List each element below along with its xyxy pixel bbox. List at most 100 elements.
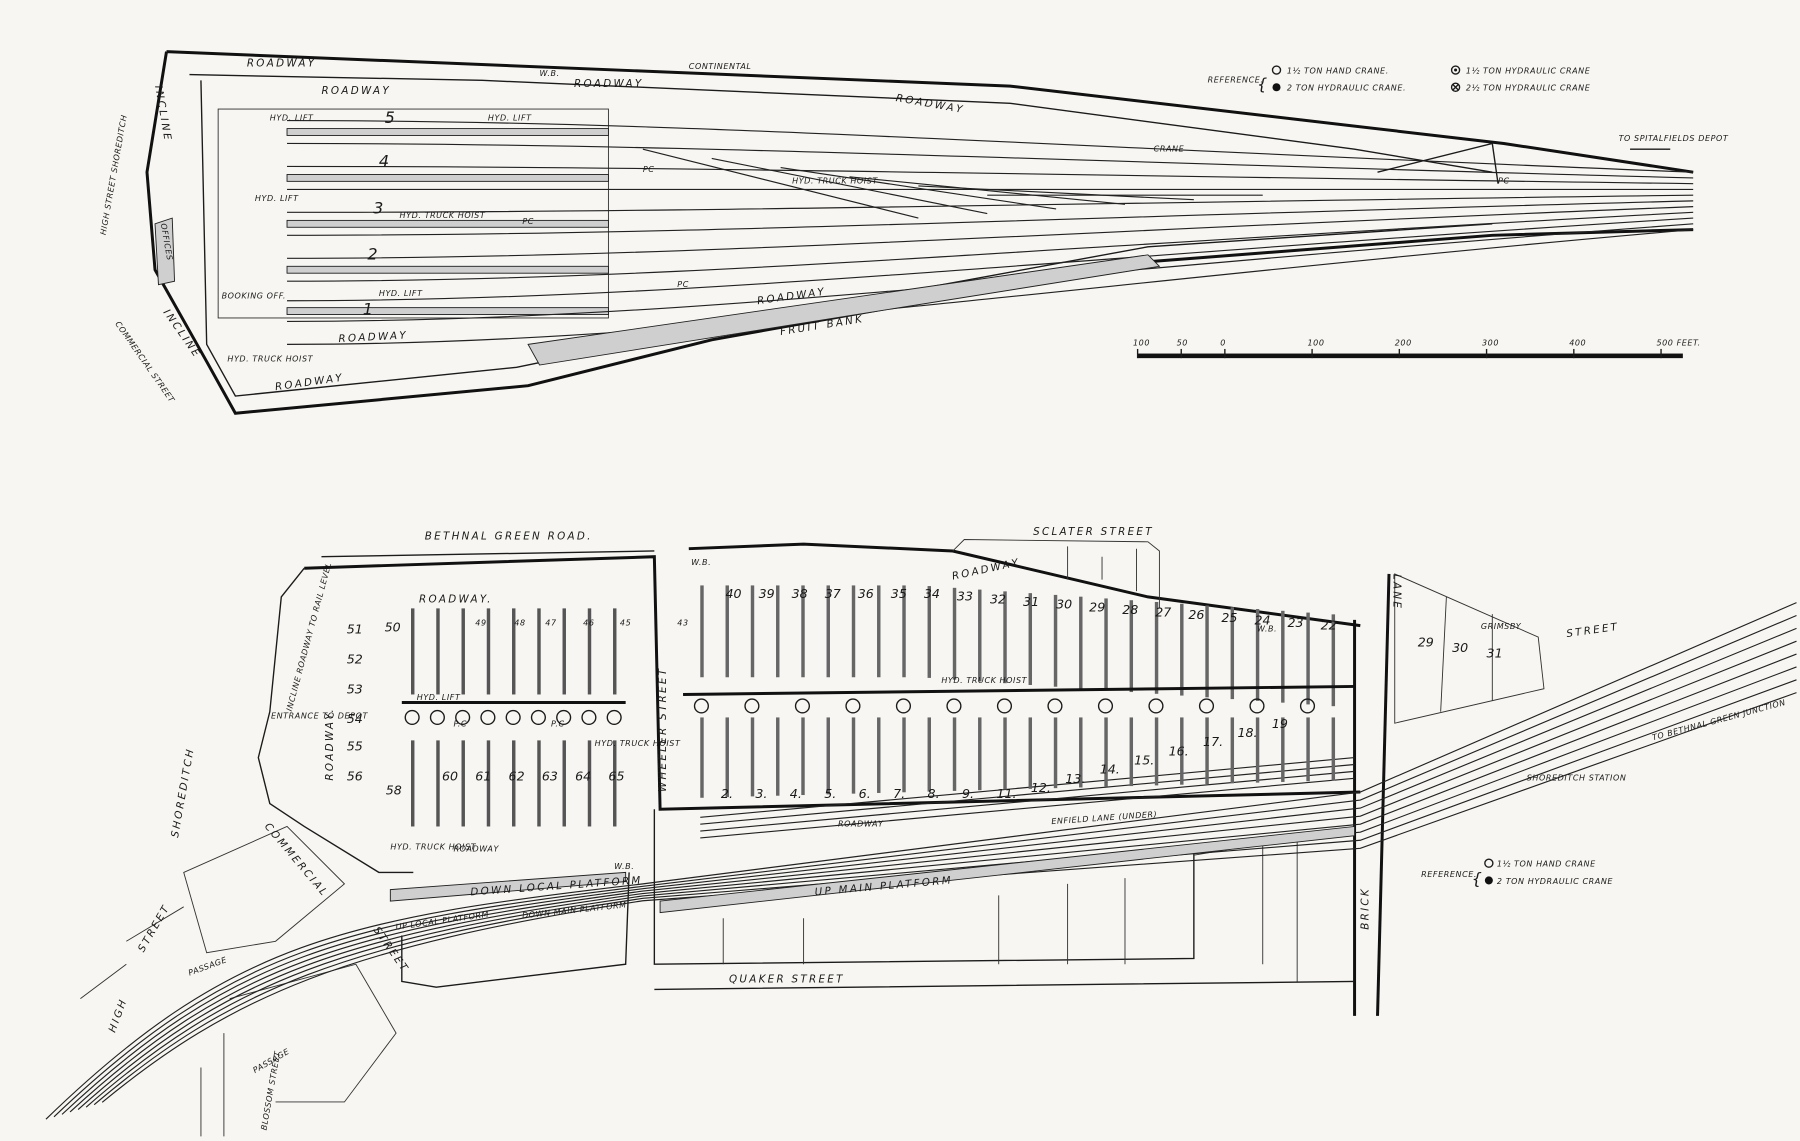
column-row [1154,717,1159,786]
label-grimsby-street: STREET [1566,621,1620,640]
column-row [1281,717,1285,782]
column-row [486,740,491,827]
column-row [801,585,805,678]
bay-number: 51 [347,622,363,637]
sclater-buildings [952,539,1160,609]
bay-number: 29 [1089,599,1105,614]
label-wb: W.B. [1257,624,1277,633]
goods-platform [286,128,609,136]
reference-item: 2½ TON HYDRAULIC CRANE [1466,84,1591,93]
column-row [851,585,856,678]
label-brick: BRICK [1359,887,1371,930]
hydraulic-crane-1half-icon-dot [1454,68,1458,72]
column-row [1180,717,1184,785]
column-row [1180,603,1184,696]
label-continental: CONTINENTAL [689,62,752,71]
hand-crane-icon [946,698,962,714]
column-row [1053,594,1058,687]
column-row [750,585,755,678]
top-depot-outline [145,50,1694,415]
column-row [725,585,729,678]
column-row [877,585,881,678]
column-row [927,586,931,678]
column-row [851,717,856,794]
railway-track [53,614,1797,1118]
label-roadway: ROADWAY. [419,594,493,606]
bay-number: 33 [957,589,973,604]
scale-tick-label: 50 [1177,339,1188,348]
bay-number: 53 [347,681,363,696]
bay-number: 65 [608,769,624,784]
column-row [1331,614,1336,707]
column-row [927,717,931,792]
bay-number: 49 [475,619,486,628]
label-commercial-street: COMMERCIAL STREET [113,320,176,405]
railway-track [287,200,1694,236]
hand-crane-icon [794,698,811,714]
railway-track [287,165,1694,185]
label-roadway: ROADWAY [247,58,316,70]
railway-track [700,777,1355,839]
label-sclater-street: SCLATER STREET [1033,526,1154,538]
bay-number: 4. [790,786,802,801]
label-hyd-lift: HYD. LIFT [379,289,423,298]
column-row [826,585,830,678]
label-roadway: ROADWAY [453,845,499,854]
hydraulic-crane-2half-icon-cross [1452,83,1459,91]
column-row [1003,717,1007,790]
column-row [1306,717,1310,782]
railway-track [61,627,1797,1115]
goods-platform [286,265,609,274]
column-row [512,740,516,827]
hand-crane-icon [744,698,760,714]
hand-crane-icon [1271,65,1282,75]
column-row [776,717,780,796]
scale-tick-label: 100 [1133,339,1150,348]
hydraulic-crane-2half-icon [1450,82,1461,92]
grimsby-street-buildings [1394,573,1545,724]
column-row [1281,610,1285,703]
column-row [562,740,566,827]
bay-number: 19 [1272,716,1288,731]
bay-number: 40 [726,586,742,601]
goods-platform [286,174,609,182]
hand-crane-icon [1249,698,1265,714]
label-wb: W.B. [614,862,634,871]
bay-number: 34 [924,586,940,601]
reference-item: 1½ TON HAND CRANE. [1287,66,1389,75]
left-depot-outline [257,567,414,874]
railway-track [287,194,1694,213]
bay-number: 24 [1254,612,1270,627]
bay-number: 6. [859,786,871,801]
crossover-track [780,167,1057,210]
bay-number: 62 [509,769,525,784]
bay-number: 52 [347,651,363,666]
bay-number: 2. [721,786,733,801]
column-row [1028,593,1033,685]
reference-title: REFERENCE. [1208,76,1264,85]
top-inner-boundary [189,73,1493,397]
bay-number: 61 [475,769,491,784]
shoreditch-street-buildings [80,825,397,1137]
label-pc: P.C [453,720,467,729]
bay-number: 30 [1056,597,1072,612]
hand-crane-icon [895,698,912,714]
railway-track [700,757,1355,818]
scale-tick-label: 500 FEET. [1656,339,1700,348]
bay-number: 7. [893,786,905,801]
column-row [1129,600,1134,693]
column-row [1003,591,1007,684]
label-roadway: ROADWAY [338,329,408,345]
hand-crane-icon [480,709,496,726]
column-row [700,585,704,678]
railway-track [287,142,1694,179]
railway-track [69,640,1797,1113]
label-hyd-lift: HYD. LIFT [417,693,461,702]
bay-number: 8. [928,786,940,801]
column-row [776,585,780,678]
label-hyd-lift: HYD. LIFT [255,194,299,203]
hydraulic-crane-1half-icon [1450,65,1461,75]
bay-number: 23 [1288,615,1304,630]
railway-track [287,211,1694,282]
